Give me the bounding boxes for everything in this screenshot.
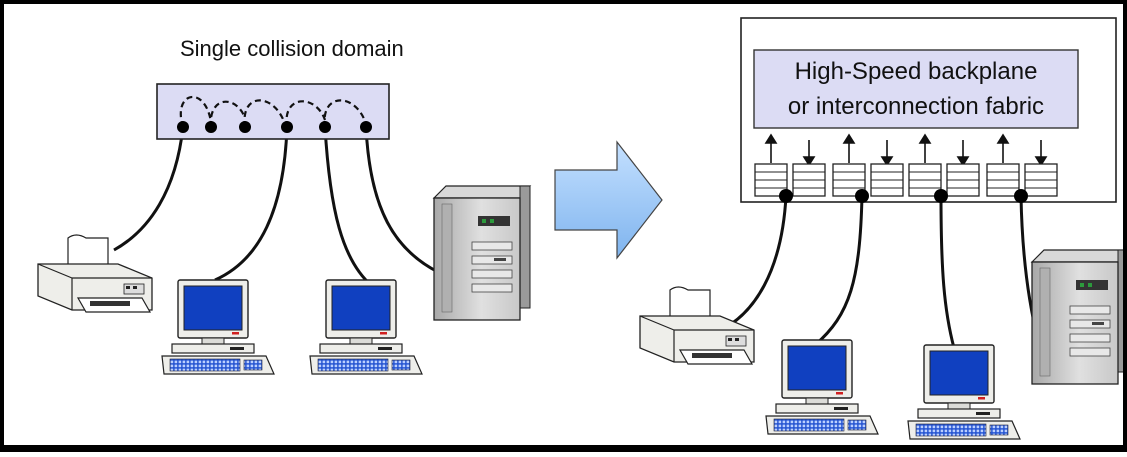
left-cables xyxy=(113,126,439,288)
switch-ports xyxy=(779,189,1028,203)
fabric-label-line2: or interconnection fabric xyxy=(787,93,1045,120)
fabric-box xyxy=(753,49,1079,129)
server-right xyxy=(1031,249,1127,385)
server-left xyxy=(433,185,531,321)
hub-ports xyxy=(177,121,372,133)
fabric-label-line1: High-Speed backplane xyxy=(794,58,1038,85)
port-arrows xyxy=(764,133,1048,167)
hub xyxy=(156,83,390,140)
collision-domain-label: Single collision domain xyxy=(180,36,404,61)
transition-arrow xyxy=(554,140,663,260)
collision-arcs xyxy=(179,95,368,128)
